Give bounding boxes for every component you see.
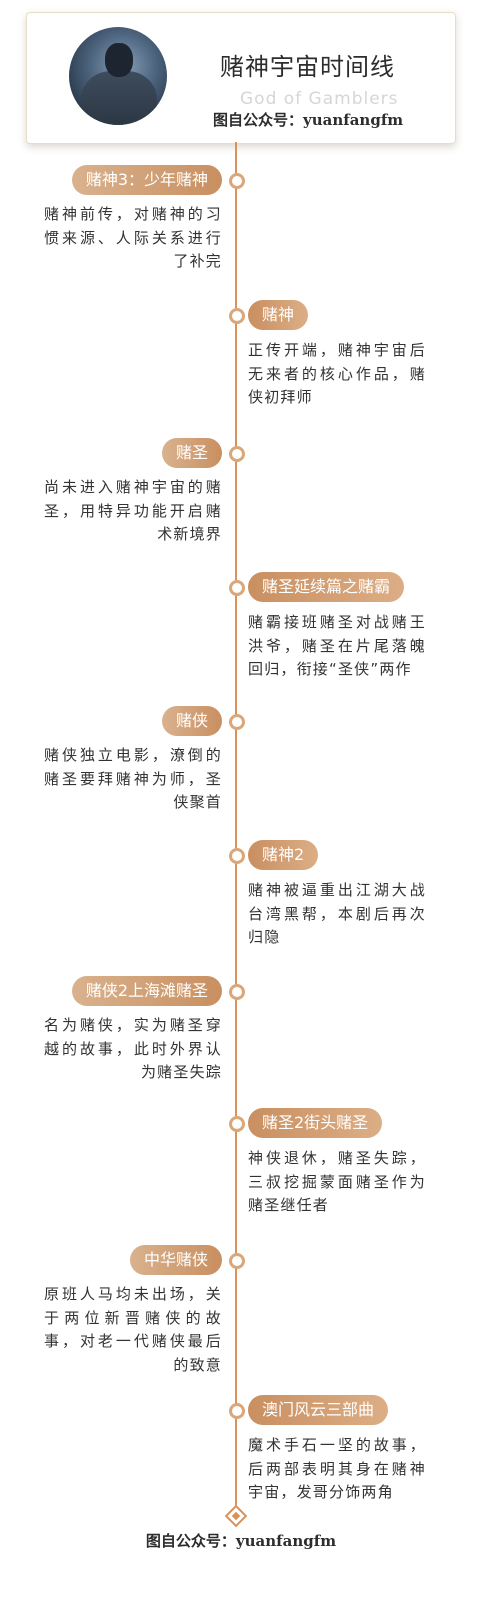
timeline-dot [229, 446, 245, 462]
timeline-dot [229, 173, 245, 189]
event-description: 名为赌侠，实为赌圣穿越的故事，此时外界认为赌圣失踪 [44, 1016, 222, 1081]
event-title-pill: 赌圣延续篇之赌霸 [248, 572, 405, 602]
event-title-pill: 中华赌侠 [129, 1245, 222, 1275]
event-title-pill: 赌侠 [161, 706, 222, 736]
page-subtitle: God of Gamblers [240, 89, 399, 109]
event-description: 赌霸接班赌圣对战赌王洪爷，赌圣在片尾落魄回归，衔接“圣侠”两作 [248, 613, 426, 678]
event-title-pill: 赌神3：少年赌神 [71, 165, 222, 195]
event-title-pill: 赌神 [248, 300, 309, 330]
page-title: 赌神宇宙时间线 [220, 53, 395, 81]
timeline-dot [229, 848, 245, 864]
event-description: 赌侠独立电影，潦倒的赌圣要拜赌神为师，圣侠聚首 [44, 746, 222, 811]
avatar [69, 27, 167, 125]
timeline-dot [229, 308, 245, 324]
timeline-dot [229, 580, 245, 596]
timeline-dot [229, 1253, 245, 1269]
header-card: 赌神宇宙时间线 God of Gamblers 图自公众号：yuanfangfm [26, 12, 456, 144]
timeline-line [235, 142, 237, 1514]
event-title-pill: 赌圣2街头赌圣 [248, 1108, 383, 1138]
event-description: 魔术手石一坚的故事，后两部表明其身在赌神宇宙，发哥分饰两角 [248, 1436, 426, 1501]
timeline-end-diamond-icon [224, 1504, 248, 1528]
event-description: 原班人马均未出场，关于两位新晋赌侠的故事，对老一代赌侠最后的致意 [44, 1285, 222, 1374]
source-credit: 图自公众号：yuanfangfm [213, 111, 404, 129]
event-description: 尚未进入赌神宇宙的赌圣，用特异功能开启赌术新境界 [44, 478, 222, 543]
event-description: 赌神前传，对赌神的习惯来源、人际关系进行了补完 [44, 205, 222, 270]
timeline-dot [229, 1403, 245, 1419]
avatar-figure-head [105, 43, 133, 77]
event-title-pill: 赌神2 [248, 840, 319, 870]
event-title-pill: 澳门风云三部曲 [248, 1395, 389, 1425]
timeline-dot [229, 984, 245, 1000]
event-description: 神侠退休，赌圣失踪，三叔挖掘蒙面赌圣作为赌圣继任者 [248, 1149, 426, 1214]
footer-credit: 图自公众号：yuanfangfm [145, 1532, 337, 1550]
avatar-figure-body [81, 71, 157, 125]
timeline-dot [229, 1116, 245, 1132]
event-description: 赌神被逼重出江湖大战台湾黑帮，本剧后再次归隐 [248, 881, 426, 946]
event-title-pill: 赌圣 [161, 438, 222, 468]
timeline-dot [229, 714, 245, 730]
event-title-pill: 赌侠2上海滩赌圣 [71, 976, 222, 1006]
event-description: 正传开端，赌神宇宙后无来者的核心作品，赌侠初拜师 [248, 341, 426, 406]
